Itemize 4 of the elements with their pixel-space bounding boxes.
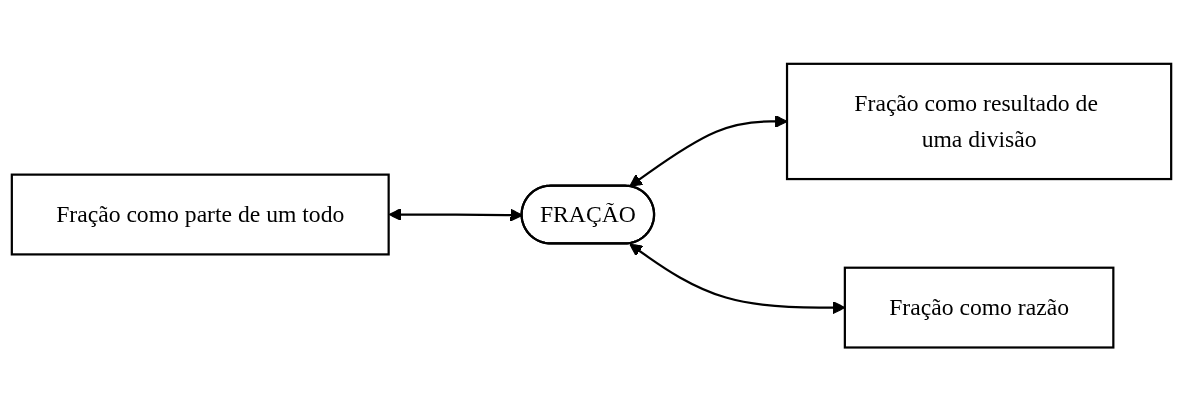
arrow — [629, 115, 788, 188]
node-box: Fração como resultado de uma divisão — [785, 63, 1173, 181]
node-box: Fração como parte de um todo — [10, 173, 390, 256]
node-box: Fração como razão — [843, 266, 1115, 349]
